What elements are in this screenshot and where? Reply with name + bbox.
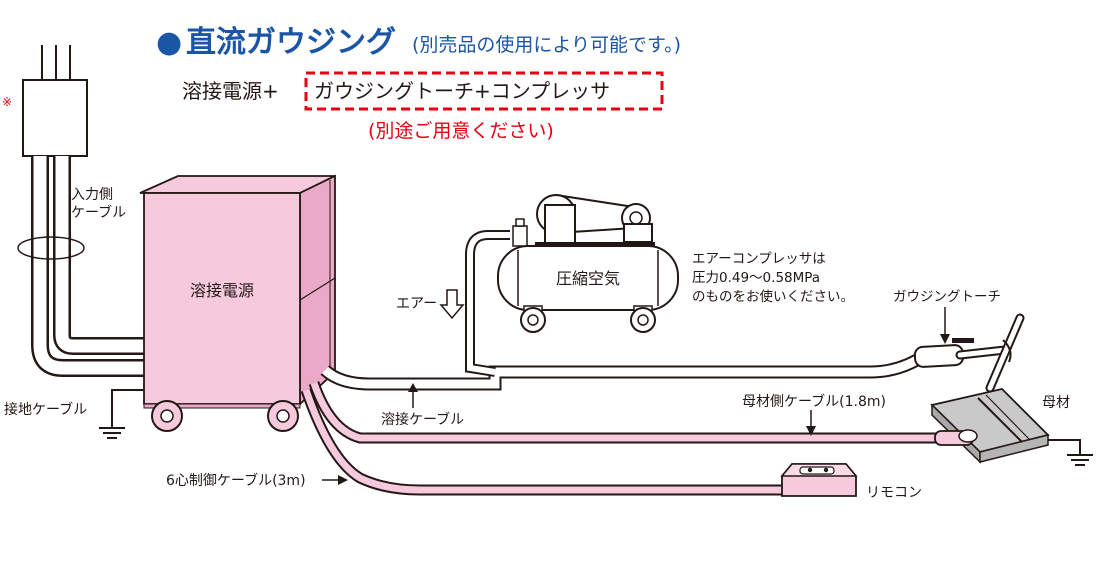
base-metal-ground (1048, 439, 1093, 466)
air-label: エアー (396, 296, 437, 312)
note-mark: ※ (2, 95, 12, 109)
ground-cable-label: 接地ケーブル (4, 401, 87, 418)
air-compressor (497, 194, 679, 333)
base-metal-cable (308, 381, 978, 446)
gouging-torch-label: ガウジングトーチ (893, 289, 1001, 305)
compressor-note-line1: エアーコンプレッサは (692, 251, 826, 267)
compressed-air-label: 圧縮空気 (556, 269, 620, 288)
base-metal (930, 388, 1050, 464)
title-bullet: ● (156, 25, 182, 60)
gouging-torch (913, 313, 1025, 393)
control-cable-label: 6心制御ケーブル(3m) (166, 472, 306, 489)
control-cable (300, 388, 790, 496)
welding-power-source (139, 174, 336, 432)
remote-label: リモコン (866, 485, 922, 501)
formula-power-source: 溶接電源+ (182, 79, 279, 103)
air-flow-arrow-icon (439, 289, 465, 320)
page-title: 直流ガウジング (186, 25, 396, 60)
ground-cable (99, 389, 144, 439)
distribution-box (22, 45, 88, 157)
power-source-label: 溶接電源 (190, 281, 254, 300)
base-metal-cable-label: 母材側ケーブル(1.8m) (742, 393, 886, 410)
base-metal-label: 母材 (1042, 395, 1070, 411)
formula-optional-items: ガウジングトーチ+コンプレッサ (314, 79, 610, 103)
welding-cable-label: 溶接ケーブル (381, 411, 464, 428)
compressor-note-line3: のものをお使いください。 (692, 288, 854, 305)
remote-controller (780, 463, 858, 497)
compressor-note-line2: 圧力0.49〜0.58MPa (692, 270, 820, 286)
title-note: (別売品の使用により可能です。) (412, 34, 681, 56)
air-hose (465, 230, 510, 377)
input-cable-label-line2: ケーブル (71, 204, 126, 221)
input-cable (17, 156, 148, 377)
formula-note: (別途ご用意ください) (368, 120, 554, 142)
input-cable-label-line1: 入力側 (71, 187, 113, 203)
welding-cable (320, 349, 929, 391)
